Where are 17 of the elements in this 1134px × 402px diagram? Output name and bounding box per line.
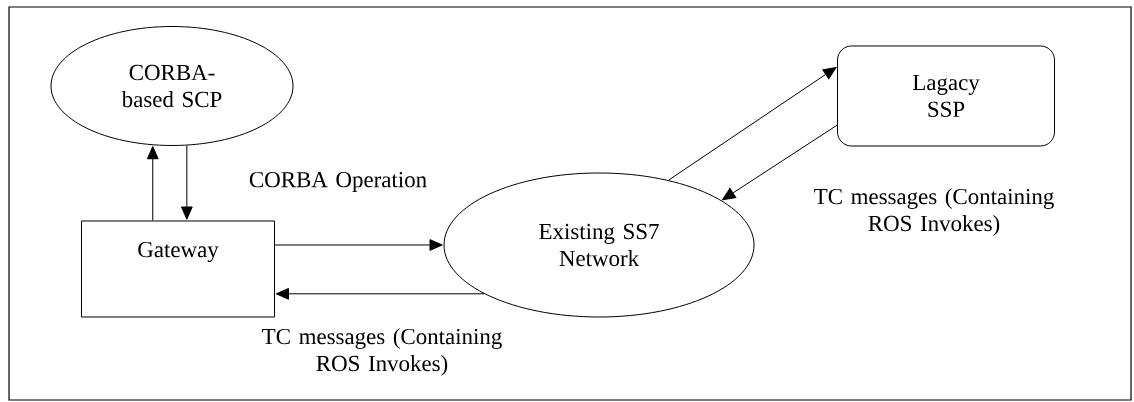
node-label: Lagacy SSP	[912, 74, 980, 118]
message-label: TC messages (Containing ROS Invokes)	[262, 328, 502, 376]
arrow	[722, 124, 838, 201]
process-ellipse	[50, 26, 294, 146]
message-label: CORBA Operation	[249, 171, 427, 192]
process-box	[837, 45, 1055, 147]
arrow	[181, 145, 193, 220]
process-ellipse	[443, 172, 755, 318]
arrow	[146, 146, 159, 221]
node-label: Existing SS7 Network	[539, 223, 659, 267]
node-label: CORBA-based SCP	[121, 64, 222, 108]
message-label: TC messages (Containing ROS Invokes)	[814, 188, 1054, 236]
arrow	[274, 239, 443, 251]
process-box	[81, 220, 275, 318]
node-label: Gateway	[138, 241, 219, 263]
arrow	[275, 287, 485, 300]
arrow	[668, 67, 837, 181]
